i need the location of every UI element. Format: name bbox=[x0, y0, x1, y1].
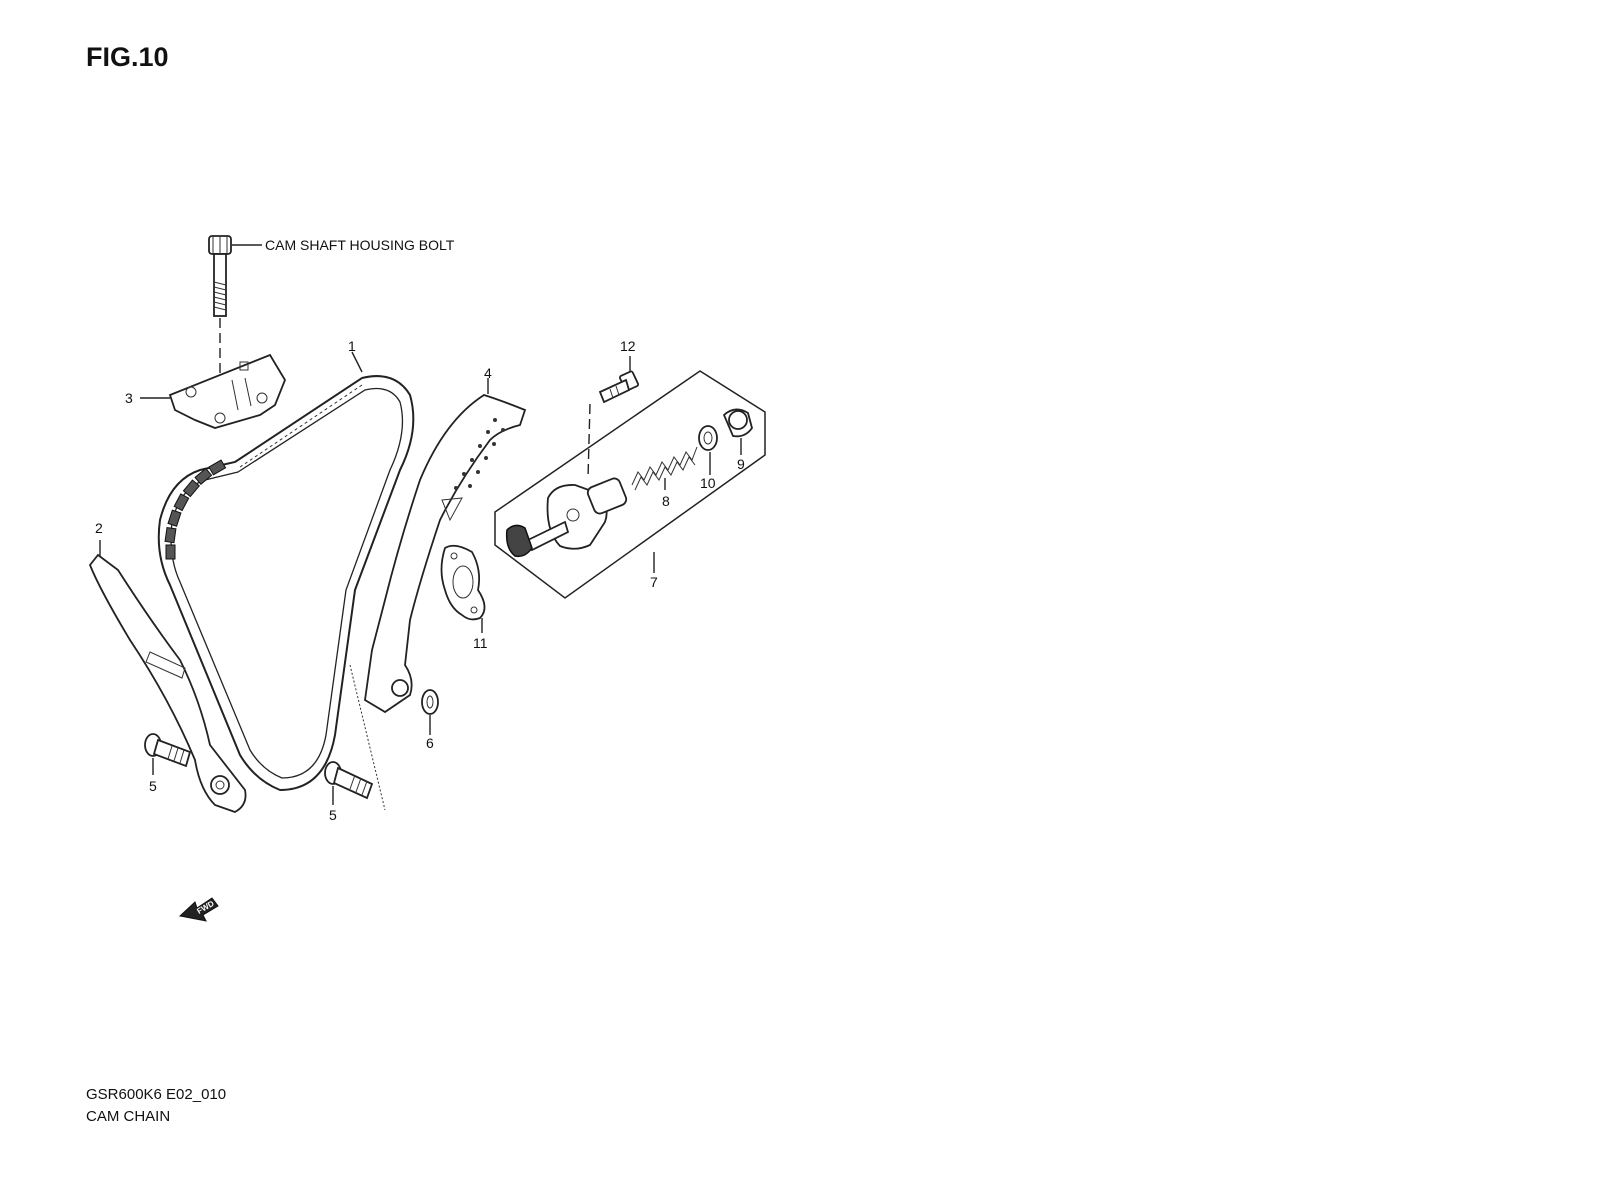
callout-1: 1 bbox=[348, 338, 356, 354]
part-2-cam-chain-tensioner bbox=[88, 540, 247, 813]
part-6-washer bbox=[421, 689, 439, 735]
forward-arrow-icon: FWD bbox=[178, 897, 219, 922]
callout-3: 3 bbox=[125, 390, 133, 406]
part-7-tensioner-assembly bbox=[494, 370, 766, 599]
callout-8: 8 bbox=[662, 493, 670, 509]
cam-shaft-housing-bolt bbox=[208, 235, 262, 420]
callout-6: 6 bbox=[426, 735, 434, 751]
callout-10: 10 bbox=[700, 475, 716, 491]
part-1-cam-chain bbox=[157, 351, 415, 792]
callout-4: 4 bbox=[484, 365, 492, 381]
footer-model-code: GSR600K6 E02_010 bbox=[86, 1086, 227, 1103]
callout-2: 2 bbox=[95, 520, 103, 536]
footer-section-title: CAM CHAIN bbox=[86, 1108, 171, 1125]
callout-9: 9 bbox=[737, 456, 745, 472]
callout-cam-shaft-housing-bolt: CAM SHAFT HOUSING BOLT bbox=[265, 237, 455, 253]
figure-title: FIG.10 bbox=[86, 42, 169, 72]
part-3-cam-chain-guide-no3 bbox=[140, 353, 287, 429]
callout-5-left: 5 bbox=[149, 778, 157, 794]
part-9-plug-bolt bbox=[722, 408, 753, 455]
callout-5-center: 5 bbox=[329, 807, 337, 823]
part-5-bolt-center bbox=[324, 761, 374, 805]
part-10-washer bbox=[698, 425, 718, 475]
part-11-gasket bbox=[440, 544, 486, 633]
callout-11: 11 bbox=[473, 635, 488, 651]
callout-12: 12 bbox=[620, 338, 636, 354]
part-12-bolt bbox=[598, 356, 639, 404]
part-4-cam-chain-guide-no1 bbox=[364, 378, 527, 714]
part-5-bolt-left bbox=[144, 733, 192, 775]
tensioner-body bbox=[505, 477, 628, 558]
callout-7: 7 bbox=[650, 574, 658, 590]
part-8-spring bbox=[631, 446, 698, 491]
chain-links-detail bbox=[164, 459, 227, 560]
